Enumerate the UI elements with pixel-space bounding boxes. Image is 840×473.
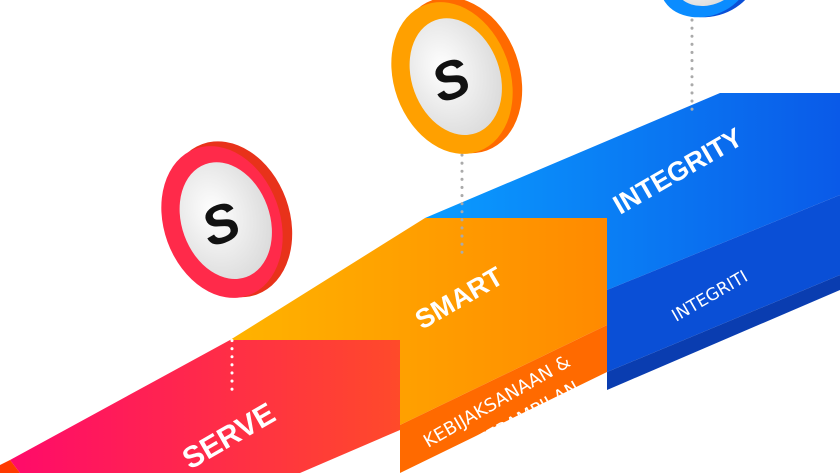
badge-serve: S xyxy=(161,141,293,298)
step-smart xyxy=(230,218,607,473)
step-serve xyxy=(0,340,400,473)
badge-integrity xyxy=(660,0,758,18)
badge-smart: S xyxy=(391,0,523,154)
step-integrity xyxy=(425,93,840,390)
